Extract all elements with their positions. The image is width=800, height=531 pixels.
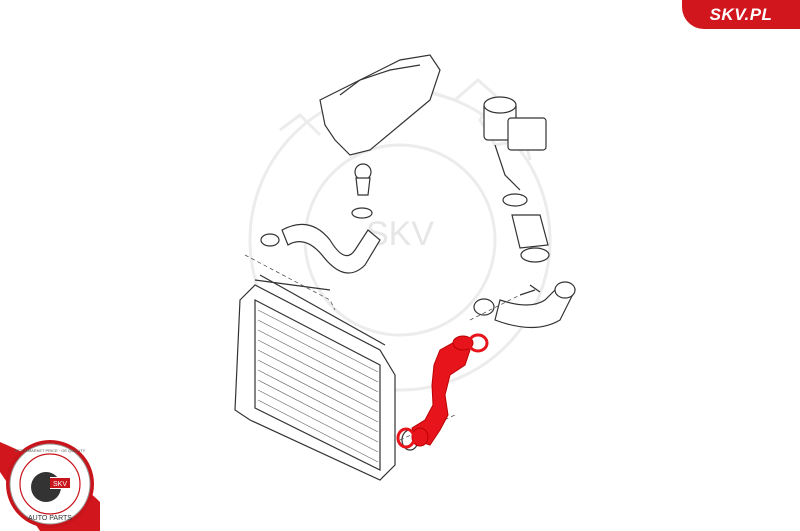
hose-clamp-upper[interactable] — [467, 333, 489, 353]
hose-clamp-lower[interactable] — [396, 427, 416, 449]
intercooler — [234, 274, 419, 481]
turbocharger-manifold — [319, 54, 441, 196]
skv-auto-parts-badge: SKV AUTO PARTS AFTERMARKET PRICE · OE QU… — [0, 440, 100, 531]
upper-intake-hose — [260, 207, 381, 274]
upper-right-pipe — [473, 193, 576, 329]
charge-air-hose-highlighted[interactable] — [411, 335, 474, 447]
brand-tab-label: SKV.PL — [709, 4, 773, 24]
throttle-body — [483, 96, 547, 191]
svg-text:SKV: SKV — [53, 481, 67, 488]
brand-tab[interactable]: SKV.PL — [682, 0, 800, 29]
badge-top-text: AFTERMARKET PRICE · OE QUALITY — [15, 448, 86, 453]
watermark-text: SKV — [366, 215, 434, 253]
badge-bottom-text: AUTO PARTS — [28, 515, 72, 522]
